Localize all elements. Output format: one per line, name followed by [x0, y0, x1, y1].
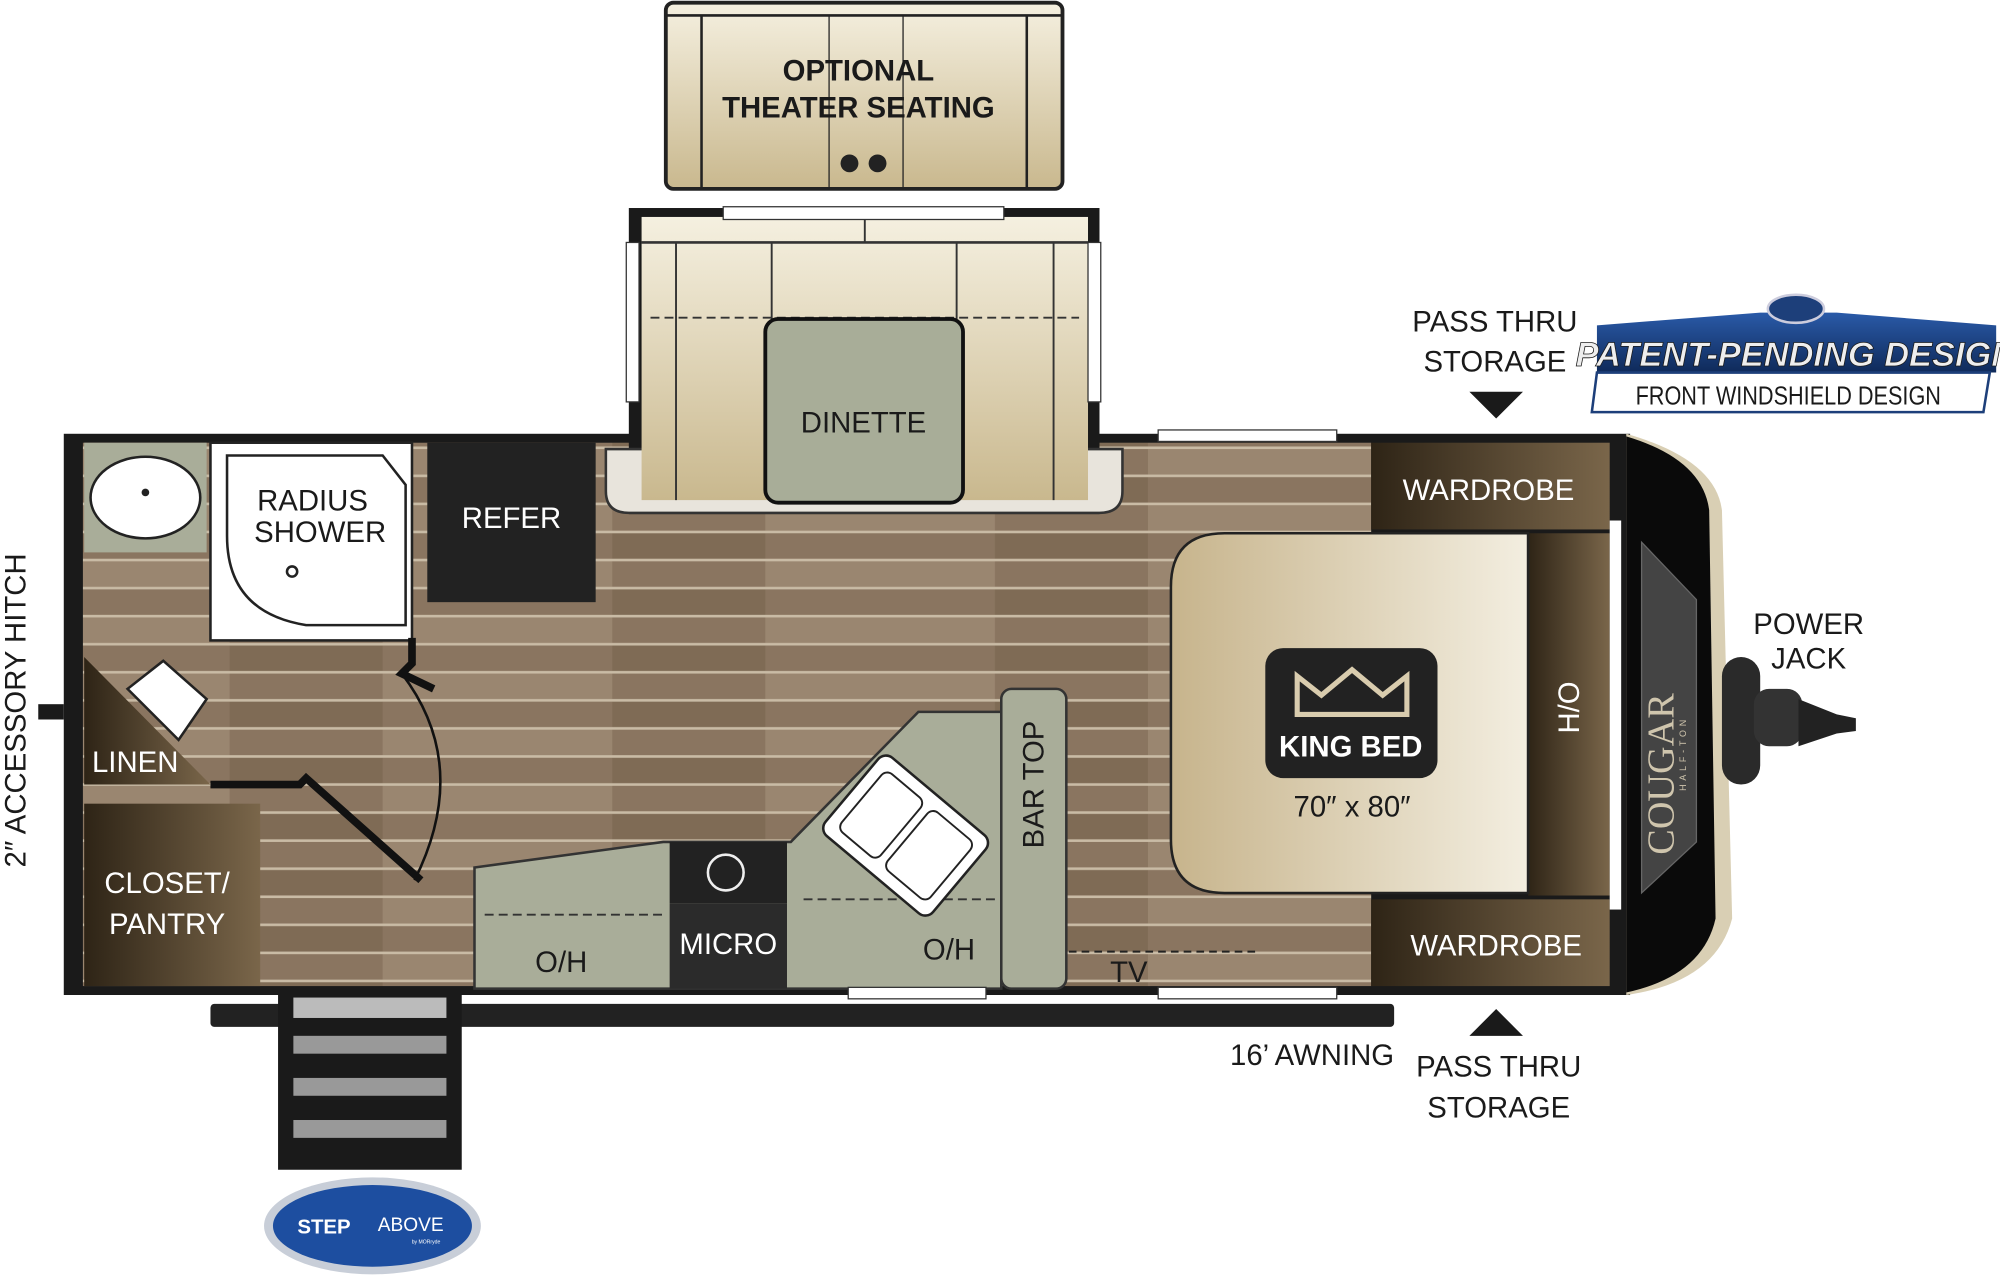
- patent-pending-badge: PATENT-PENDING DESIGN FRONT WINDSHIELD D…: [1575, 293, 2000, 414]
- cupholder-icon: [868, 154, 887, 173]
- pass-thru-top-label-2: STORAGE: [1423, 345, 1566, 378]
- wardrobe-bottom: [1371, 899, 1610, 987]
- toilet-icon: [125, 659, 209, 742]
- theater-label-1: OPTIONAL: [783, 54, 935, 87]
- stove-icon: [669, 841, 787, 904]
- step-above-text-right: ABOVE: [378, 1215, 444, 1236]
- wardrobe-bottom-label: WARDROBE: [1410, 929, 1582, 962]
- pass-thru-bottom-label-2: STORAGE: [1427, 1091, 1570, 1124]
- microwave: [669, 903, 787, 989]
- hitch-icon: [38, 704, 64, 720]
- step-above-by: by MORryde: [412, 1240, 441, 1246]
- radius-shower-label-1: RADIUS: [257, 484, 368, 517]
- bar-top-label: BAR TOP: [1017, 721, 1050, 849]
- oh-left-label: O/H: [535, 946, 587, 979]
- sink-icon: [89, 455, 202, 540]
- dinette-label: DINETTE: [801, 407, 926, 440]
- arrow-up-icon: [1469, 1009, 1523, 1036]
- power-jack-label-2: JACK: [1771, 642, 1846, 675]
- refrigerator: [427, 442, 596, 603]
- wardrobe-top-label: WARDROBE: [1403, 474, 1575, 507]
- pass-thru-top-label-1: PASS THRU: [1412, 306, 1577, 339]
- drain-icon: [285, 565, 299, 578]
- cougar-logo: COUGAR: [1640, 693, 1682, 855]
- window: [1157, 429, 1338, 443]
- awning-bar: [210, 1003, 1395, 1027]
- radius-shower-label-2: SHOWER: [254, 516, 386, 549]
- refer-label: REFER: [462, 502, 561, 535]
- dinette-slideout: DINETTE: [604, 206, 1124, 515]
- step-above-text-left: STEP: [297, 1217, 350, 1239]
- hitch-label: 2″ ACCESSORY HITCH: [0, 553, 33, 867]
- bar-top: [999, 687, 1068, 990]
- linen-cabinet: LINEN: [84, 656, 424, 884]
- crown-icon: [1294, 666, 1410, 717]
- cupholder-icon: [840, 154, 859, 173]
- dinette-table: [763, 317, 965, 505]
- patent-subtitle: FRONT WINDSHIELD DESIGN: [1636, 383, 1941, 411]
- theater-label-2: THEATER SEATING: [722, 91, 995, 124]
- oh-right-label: O/H: [923, 933, 975, 966]
- kitchen: MICRO O/H O/H BAR TOP TV: [473, 687, 1257, 990]
- micro-label: MICRO: [679, 928, 777, 961]
- front-cap: COUGAR HALF-TON: [1626, 433, 1733, 996]
- bathroom-door-swing: [400, 672, 442, 881]
- window: [1609, 520, 1622, 910]
- pass-thru-bottom-label-1: PASS THRU: [1416, 1051, 1581, 1084]
- power-jack-icon: [1721, 656, 1856, 785]
- window: [847, 986, 987, 1000]
- linen-label: LINEN: [92, 746, 178, 779]
- ho-label: H/O: [1553, 681, 1586, 733]
- power-jack-label-1: POWER: [1753, 608, 1864, 641]
- wardrobe-top: [1371, 442, 1610, 530]
- overhead-cabinet: [1528, 533, 1610, 896]
- closet-label-2: PANTRY: [109, 908, 225, 941]
- kitchen-sink-icon: [821, 754, 990, 917]
- king-bed-label: KING BED: [1279, 730, 1422, 763]
- arrow-down-icon: [1469, 391, 1523, 419]
- bathroom: RADIUS SHOWER: [84, 441, 442, 881]
- half-ton-logo: HALF-TON: [1678, 716, 1688, 791]
- bed-size-label: 70″ x 80″: [1294, 790, 1411, 823]
- entry-steps: [278, 988, 462, 1170]
- closet-label-1: CLOSET/: [104, 867, 230, 900]
- k-logo-icon: [1766, 293, 1826, 325]
- closet-pantry: [84, 803, 261, 987]
- step-above-logo: STEP ABOVE by MORryde: [264, 1177, 481, 1275]
- window: [1157, 986, 1338, 1000]
- awning-label: 16’ AWNING: [1230, 1039, 1394, 1072]
- patent-title: PATENT-PENDING DESIGN: [1576, 336, 2000, 374]
- radius-shower: [225, 454, 407, 627]
- tv-label: TV: [1110, 956, 1148, 989]
- optional-theater-seating: OPTIONAL THEATER SEATING: [663, 0, 1065, 191]
